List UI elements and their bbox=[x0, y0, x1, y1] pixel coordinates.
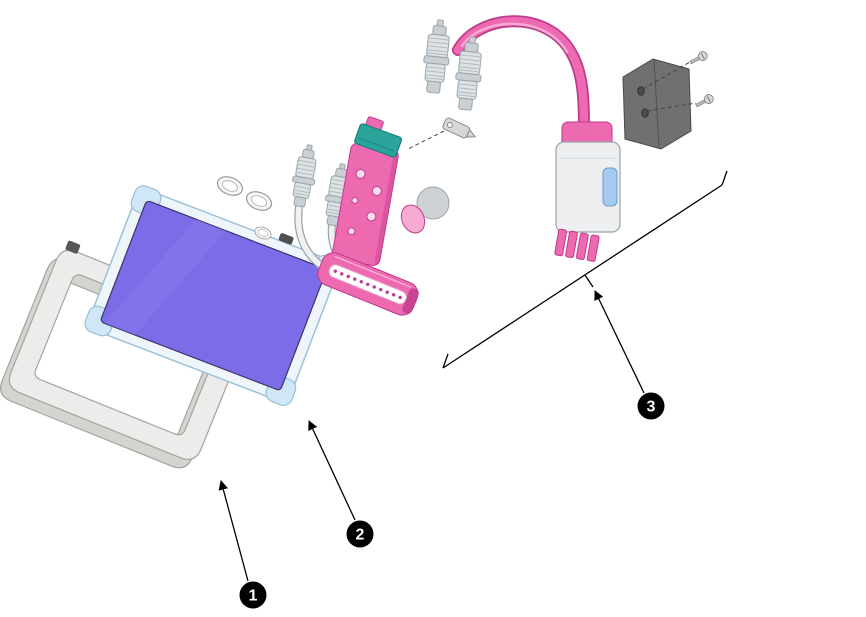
callout-2-number: 2 bbox=[356, 527, 365, 544]
connector-strip bbox=[317, 252, 419, 316]
callout-3-number: 3 bbox=[647, 399, 656, 416]
display-screen bbox=[100, 200, 327, 391]
callout-1-number: 1 bbox=[249, 588, 258, 605]
leader-arrows bbox=[218, 290, 645, 582]
mounting-plate bbox=[622, 58, 697, 150]
bezel-button-left bbox=[65, 240, 81, 254]
strip-pins bbox=[333, 269, 402, 300]
bracket-knob bbox=[400, 186, 450, 234]
key-fastener bbox=[407, 117, 477, 150]
box-side-slot bbox=[602, 167, 618, 207]
group-bracket-3 bbox=[442, 170, 728, 369]
box-body bbox=[555, 141, 621, 233]
plate-hole-1 bbox=[637, 86, 645, 96]
leader-arrow-3 bbox=[594, 290, 645, 394]
callout-3: 3 bbox=[637, 392, 665, 420]
plate-hole-2 bbox=[641, 108, 649, 118]
junction-box bbox=[554, 121, 621, 262]
bracket-clip bbox=[354, 116, 403, 158]
leader-arrow-2 bbox=[308, 420, 356, 521]
leader-arrow-1 bbox=[218, 480, 249, 582]
callout-2: 2 bbox=[346, 520, 374, 548]
box-pins bbox=[554, 228, 600, 262]
display-unit bbox=[84, 185, 343, 406]
screen-glare bbox=[104, 219, 227, 335]
display-top-button bbox=[278, 233, 294, 245]
callout-1: 1 bbox=[239, 581, 267, 609]
